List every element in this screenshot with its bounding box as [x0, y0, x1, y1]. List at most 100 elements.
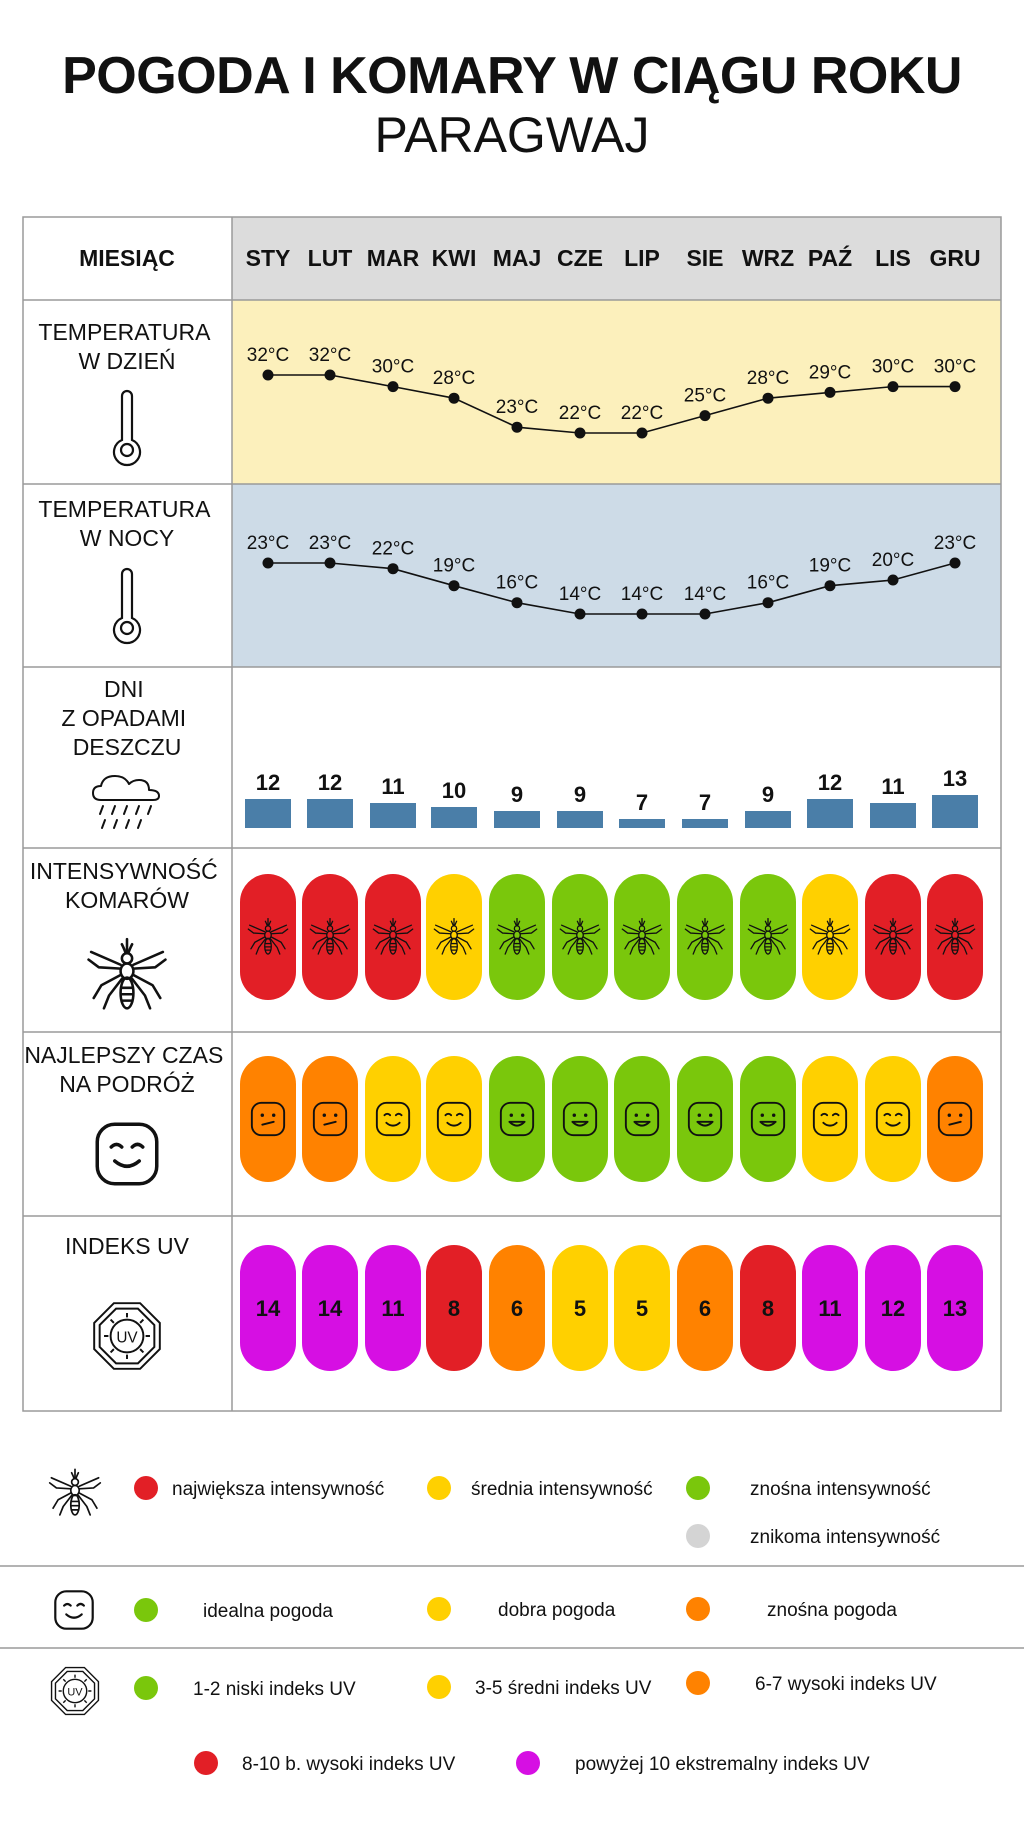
mosquito-intensity-pill	[365, 874, 421, 1000]
night-temp-label: 23°C	[934, 533, 976, 554]
night-temp-point	[699, 608, 711, 620]
travel-rating-pill	[614, 1056, 670, 1182]
uv-index-value: 12	[881, 1296, 905, 1321]
night-temp-point	[324, 557, 336, 569]
rain-bar	[807, 799, 853, 828]
day-temp-point	[762, 392, 774, 404]
travel-rating-pill	[802, 1056, 858, 1182]
travel-rating-pill	[740, 1056, 796, 1182]
day-temp-label: 30°C	[934, 357, 976, 378]
rain-bar	[745, 811, 791, 828]
row-label-line: W NOCY	[80, 525, 175, 551]
day-temp-label: 23°C	[496, 397, 538, 418]
day-temp-point	[387, 381, 399, 393]
month-header: GRU	[929, 245, 980, 271]
weather-table: UV MIESIĄC TEMPERATURA W DZIEŃ TEMPERATU…	[22, 216, 1002, 1412]
uv-index-value: 5	[636, 1296, 648, 1321]
month-header: CZE	[557, 245, 603, 271]
uv-index-pill	[426, 1245, 482, 1371]
legend-dot	[134, 1476, 158, 1500]
row-label-line: TEMPERATURA	[38, 496, 211, 522]
mosquito-intensity-pill	[614, 874, 670, 1000]
month-header: LIP	[624, 245, 660, 271]
row-label-line: Z OPADAMI	[61, 705, 186, 731]
uv-badge-icon	[93, 1302, 161, 1370]
rain-bar	[932, 795, 978, 828]
rain-value-label: 11	[381, 774, 404, 799]
travel-rating-pill	[365, 1056, 421, 1182]
temp-series-line	[268, 562, 956, 615]
day-temp-point	[511, 421, 523, 433]
day-temp-label: 30°C	[372, 357, 414, 378]
night-temp-point	[262, 557, 274, 569]
smiley-face-icon	[54, 1590, 94, 1630]
row-label-month: MIESIĄC	[79, 245, 175, 271]
night-temp-label: 23°C	[247, 533, 289, 554]
uv-index-pill	[365, 1245, 421, 1371]
night-temp-point	[574, 608, 586, 620]
rain-bar	[557, 811, 603, 828]
night-temp-point	[762, 597, 774, 609]
legend-label: największa intensywność	[172, 1479, 384, 1500]
row-label-night-temp: TEMPERATURA W NOCY	[38, 496, 215, 551]
night-temp-row-bg	[232, 484, 1001, 667]
mosquito-intensity-pill	[802, 874, 858, 1000]
page-subtitle: PARAGWAJ	[374, 107, 650, 163]
rain-value-label: 11	[881, 774, 904, 799]
night-temp-label: 14°C	[684, 584, 726, 605]
rain-value-label: 12	[256, 770, 280, 795]
rain-bar	[431, 807, 477, 828]
month-header: MAJ	[493, 245, 542, 271]
travel-rating-pill	[426, 1056, 482, 1182]
uv-index-value: 14	[318, 1296, 343, 1321]
row-label-line: W DZIEŃ	[78, 348, 175, 374]
rain-bar	[619, 819, 665, 828]
night-temp-label: 23°C	[309, 533, 351, 554]
row-label-line: DNI	[104, 676, 144, 702]
day-temp-label: 25°C	[684, 386, 726, 407]
legend-label: 8-10 b. wysoki indeks UV	[242, 1754, 456, 1775]
mosquito-intensity-pill	[240, 874, 296, 1000]
night-temp-point	[448, 580, 460, 592]
night-temp-label: 16°C	[496, 573, 538, 594]
rain-bar	[370, 803, 416, 828]
uv-index-pill	[614, 1245, 670, 1371]
mosquito-intensity-pill	[865, 874, 921, 1000]
legend-label: dobra pogoda	[498, 1600, 616, 1621]
month-header: MAR	[367, 245, 420, 271]
day-temp-label: 32°C	[309, 345, 351, 366]
mosquito-intensity-row	[240, 874, 983, 1000]
rain-value-label: 9	[511, 782, 523, 807]
night-temp-point	[949, 557, 961, 569]
mosquito-icon	[87, 937, 167, 1010]
mosquito-intensity-pill	[740, 874, 796, 1000]
day-temp-point	[949, 381, 961, 393]
night-temp-label: 19°C	[433, 556, 475, 577]
legend-dot	[516, 1751, 540, 1775]
row-label-line: TEMPERATURA	[38, 319, 211, 345]
rain-bar	[245, 799, 291, 828]
night-temp-point	[387, 563, 399, 575]
legend-dot	[427, 1597, 451, 1621]
legend-dot	[134, 1598, 158, 1622]
legend-label: średnia intensywność	[471, 1479, 653, 1500]
month-header: SIE	[686, 245, 723, 271]
travel-rating-pill	[927, 1056, 983, 1182]
page-title: POGODA I KOMARY W CIĄGU ROKU	[62, 47, 962, 105]
day-temp-point	[448, 392, 460, 404]
uv-index-pill	[489, 1245, 545, 1371]
uv-index-pill	[927, 1245, 983, 1371]
legend-dot	[134, 1676, 158, 1700]
rain-bar	[682, 819, 728, 828]
rain-bar	[307, 799, 353, 828]
legend-label: znikoma intensywność	[750, 1527, 940, 1548]
row-label-line: DESZCZU	[73, 734, 182, 760]
travel-rating-pill	[489, 1056, 545, 1182]
uv-index-pill	[240, 1245, 296, 1371]
smiley-face-icon	[95, 1122, 159, 1186]
legend-dot	[686, 1524, 710, 1548]
uv-badge-icon	[50, 1666, 100, 1716]
